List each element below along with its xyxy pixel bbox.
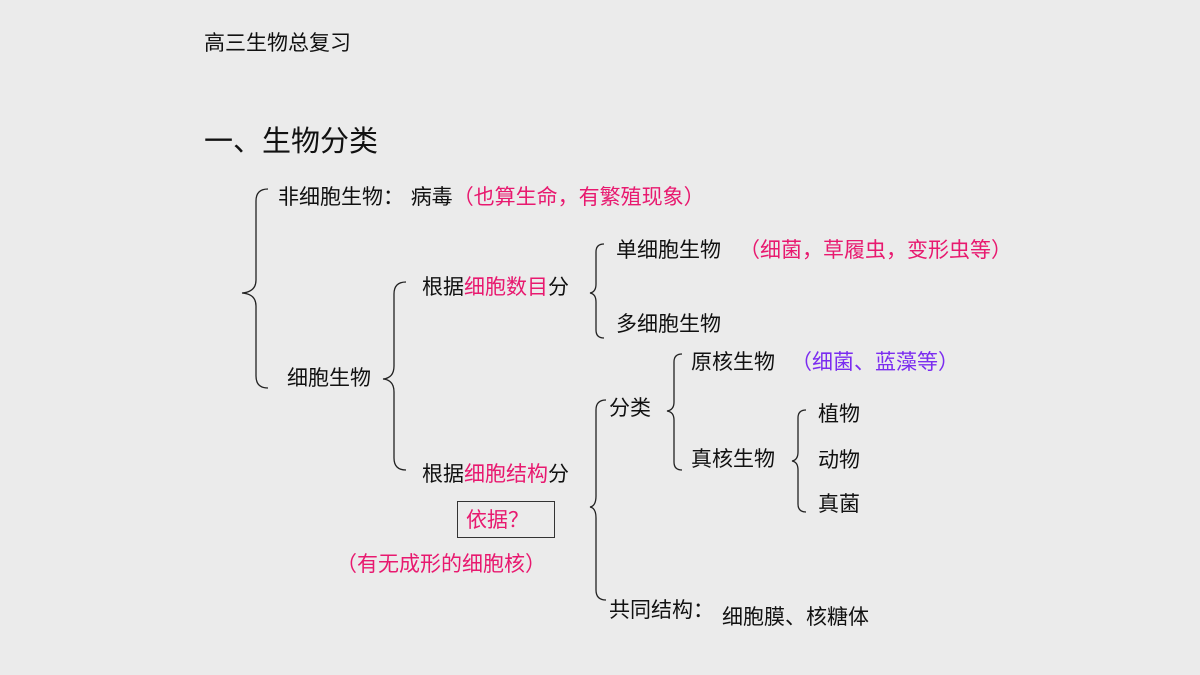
non-cellular-row: 非细胞生物： 病毒（也算生命，有繁殖现象） — [278, 184, 705, 210]
by-cell-structure-highlight: 细胞结构 — [464, 462, 548, 486]
common-structure-value: 细胞膜、核糖体 — [722, 605, 869, 629]
eukaryote-plants: 植物 — [818, 402, 860, 426]
by-cell-structure-prefix: 根据 — [422, 462, 464, 486]
prokaryote-row: 原核生物 （细菌、蓝藻等） — [691, 349, 959, 375]
eukaryote-label: 真核生物 — [691, 447, 775, 471]
by-cell-count-highlight: 细胞数目 — [464, 275, 548, 299]
brace-cellular — [382, 281, 407, 471]
header-title: 高三生物总复习 — [204, 31, 351, 55]
basis-question-box — [457, 501, 555, 538]
common-structure-label: 共同结构： — [609, 598, 714, 622]
eukaryote-animals: 动物 — [818, 448, 860, 472]
brace-cell-structure — [589, 399, 607, 601]
basis-note: （有无成形的细胞核） — [336, 552, 546, 576]
by-cell-count: 根据细胞数目分 — [422, 274, 569, 300]
virus-note: （也算生命，有繁殖现象） — [452, 185, 705, 209]
unicellular-row: 单细胞生物 （细菌，草履虫，变形虫等） — [616, 237, 1012, 263]
cellular-label: 细胞生物 — [287, 366, 371, 390]
virus-label: 病毒 — [410, 185, 453, 209]
unicellular-label: 单细胞生物 — [616, 238, 721, 262]
eukaryote-fungi: 真菌 — [818, 492, 860, 516]
prokaryote-label: 原核生物 — [691, 350, 775, 374]
section-title: 一、生物分类 — [204, 124, 379, 158]
brace-main — [241, 188, 269, 389]
non-cellular-label: 非细胞生物： — [278, 185, 404, 209]
brace-eukaryote — [791, 409, 807, 513]
by-cell-structure: 根据细胞结构分 — [422, 461, 569, 487]
brace-cell-count — [589, 243, 605, 339]
by-cell-count-suffix: 分 — [548, 275, 569, 299]
by-cell-count-prefix: 根据 — [422, 275, 464, 299]
prokaryote-note: （细菌、蓝藻等） — [791, 350, 959, 374]
classify-label: 分类 — [609, 396, 651, 420]
basis-question: 依据？ — [466, 508, 529, 532]
multicellular-label: 多细胞生物 — [616, 312, 721, 336]
unicellular-note: （细菌，草履虫，变形虫等） — [739, 238, 1012, 262]
brace-classify — [666, 353, 683, 471]
by-cell-structure-suffix: 分 — [548, 462, 569, 486]
